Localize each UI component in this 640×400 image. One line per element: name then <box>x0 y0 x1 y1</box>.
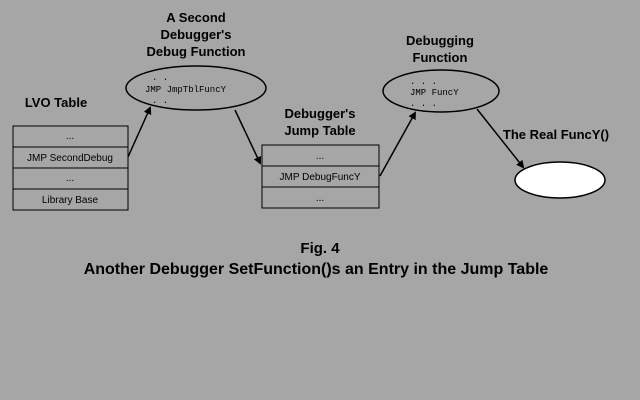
figure-caption: Another Debugger SetFunction()s an Entry… <box>84 261 549 278</box>
jump-row-1-text: JMP DebugFuncY <box>280 172 361 183</box>
jump-row-0-text: ... <box>316 151 324 162</box>
lvo-table-label: LVO Table <box>25 95 87 110</box>
real-funcy-node <box>514 161 606 199</box>
lvo-table: ... JMP SecondDebug ... Library Base <box>12 125 129 211</box>
second-debug-function-node: . . JMP JmpTblFuncY . . <box>125 65 267 111</box>
real-funcy-label: The Real FuncY() <box>503 127 609 142</box>
jump-table: ... JMP DebugFuncY ... <box>261 144 380 209</box>
second-debug-dots-top: . . <box>152 73 168 83</box>
lvo-row-3-text: Library Base <box>42 195 99 206</box>
arrow-jump-table-to-debugging <box>379 111 416 177</box>
second-debug-dots-bottom: . . <box>152 96 168 106</box>
figure-title: Fig. 4 <box>300 240 340 257</box>
lvo-row-2-text: ... <box>66 173 74 184</box>
jump-row-2-text: ... <box>316 193 324 204</box>
debugging-dots-bottom: . . . <box>410 99 437 109</box>
jump-table-label-line1: Debugger's <box>285 106 356 121</box>
second-debugger-label-line2: Debugger's <box>161 27 232 42</box>
lvo-row-3 <box>12 188 129 211</box>
second-debugger-label-line3: Debug Function <box>147 44 246 59</box>
debugging-function-label-line1: Debugging <box>406 33 474 48</box>
arrow-lvo-to-second-debug <box>127 106 152 158</box>
second-debugger-label-line1: A Second <box>166 10 226 25</box>
debugging-dots-top: . . . <box>410 77 437 87</box>
jump-row-2 <box>261 186 380 209</box>
jump-table-label-line2: Jump Table <box>284 123 355 138</box>
lvo-row-1-text: JMP SecondDebug <box>27 153 113 164</box>
arrow-second-debug-to-jump-table <box>234 109 262 165</box>
second-debug-code: JMP JmpTblFuncY <box>145 85 227 95</box>
debugging-function-node: . . . JMP FuncY . . . <box>382 69 500 113</box>
arrow-debugging-to-real-funcy <box>476 108 525 169</box>
debugging-function-label-line2: Function <box>413 50 468 65</box>
lvo-row-0-text: ... <box>66 131 74 142</box>
debugging-code: JMP FuncY <box>410 88 459 98</box>
